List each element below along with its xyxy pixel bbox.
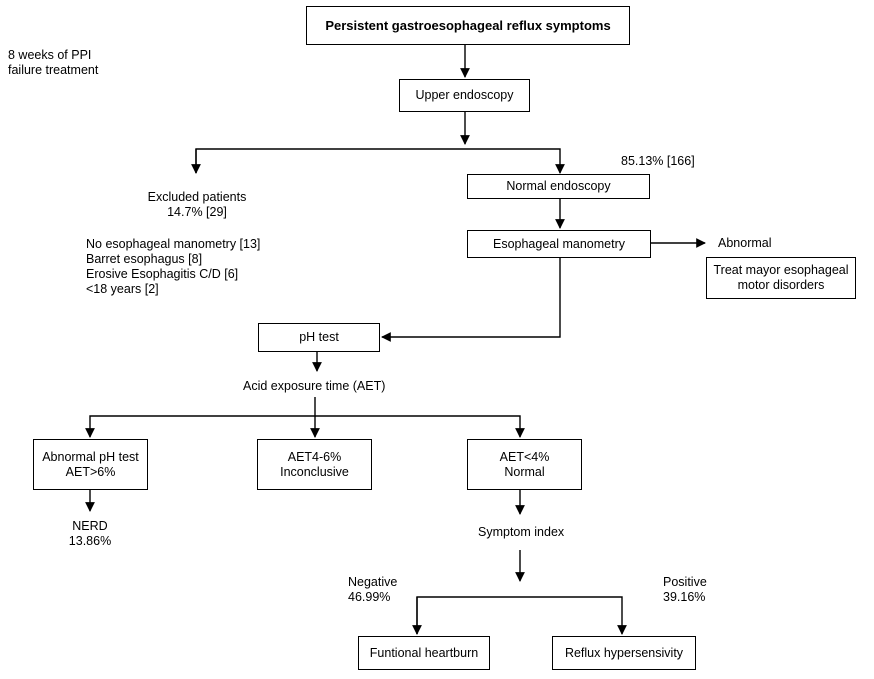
normal-endoscopy-box: Normal endoscopy [467, 174, 650, 199]
treat-line-2: motor disorders [737, 278, 825, 292]
ppi-note-line-2: failure treatment [8, 63, 99, 77]
nerd-line-2: 13.86% [68, 534, 112, 548]
inconclusive-line-2: Inconclusive [280, 464, 349, 479]
nerd-line-1: NERD [72, 519, 108, 533]
excluded-title: Excluded patients [147, 190, 247, 204]
positive-line-2: 39.16% [663, 590, 706, 604]
normal-percentage: 85.13% [166] [621, 154, 695, 168]
positive-line-1: Positive [663, 575, 707, 589]
negative-label: Negative 46.99% [348, 575, 397, 605]
normal-aet-box: AET<4% Normal [467, 439, 582, 490]
arrow-manometry-to-ph [381, 258, 561, 342]
excluded-percentage: 14.7% [29] [167, 205, 227, 219]
negative-line-2: 46.99% [348, 590, 391, 604]
reflux-hypersensivity-box: Reflux hypersensivity [552, 636, 696, 670]
symptom-index-label: Symptom index [478, 525, 565, 539]
upper-endoscopy-box: Upper endoscopy [399, 79, 530, 112]
exclusion-list: No esophageal manometry [13] Barret esop… [86, 237, 260, 297]
nerd-label: NERD 13.86% [55, 519, 125, 549]
ppi-note: 8 weeks of PPI failure treatment [8, 48, 98, 78]
exclusion-item: Barret esophagus [8] [86, 252, 203, 266]
normal-aet-line-1: AET<4% [499, 449, 550, 464]
top-box: Persistent gastroesophageal reflux sympt… [306, 6, 630, 45]
inconclusive-box: AET4-6% Inconclusive [257, 439, 372, 490]
inconclusive-line-1: AET4-6% [287, 449, 342, 464]
abnormal-ph-box: Abnormal pH test AET>6% [33, 439, 148, 490]
split-symptom [416, 596, 627, 635]
normal-aet-line-2: Normal [504, 464, 545, 479]
treat-line-1: Treat mayor esophageal [713, 263, 849, 277]
treat-disorders-box: Treat mayor esophageal motor disorders [706, 257, 856, 299]
split-excluded-normal [195, 148, 565, 174]
ppi-note-line-1: 8 weeks of PPI [8, 48, 92, 62]
exclusion-item: <18 years [2] [86, 282, 159, 296]
split-aet-right [315, 415, 525, 438]
split-aet-left [85, 397, 316, 438]
abnormal-ph-line-1: Abnormal pH test [42, 449, 139, 464]
aet-label: Acid exposure time (AET) [243, 379, 386, 393]
abnormal-label: Abnormal [718, 236, 772, 250]
excluded-patients: Excluded patients 14.7% [29] [136, 190, 258, 220]
positive-label: Positive 39.16% [663, 575, 707, 605]
exclusion-item: No esophageal manometry [13] [86, 237, 261, 251]
ph-test-box: pH test [258, 323, 380, 352]
negative-line-1: Negative [348, 575, 398, 589]
functional-heartburn-box: Funtional heartburn [358, 636, 490, 670]
exclusion-item: Erosive Esophagitis C/D [6] [86, 267, 239, 281]
abnormal-ph-line-2: AET>6% [65, 464, 116, 479]
esophageal-manometry-box: Esophageal manometry [467, 230, 651, 258]
